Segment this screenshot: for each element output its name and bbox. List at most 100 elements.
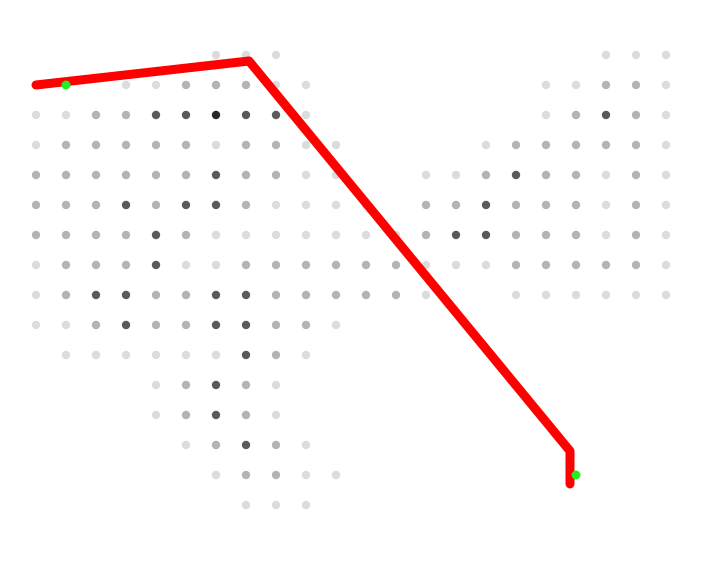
grid-dot[interactable]: [301, 320, 311, 330]
grid-dot[interactable]: [511, 290, 521, 300]
grid-dot[interactable]: [571, 170, 581, 180]
grid-dot[interactable]: [181, 290, 191, 300]
grid-dot[interactable]: [121, 230, 131, 240]
grid-dot[interactable]: [601, 290, 611, 300]
grid-dot[interactable]: [211, 320, 221, 330]
grid-dot[interactable]: [541, 200, 551, 210]
grid-dot[interactable]: [631, 230, 641, 240]
grid-dot[interactable]: [331, 200, 341, 210]
grid-dot[interactable]: [241, 260, 251, 270]
grid-dot[interactable]: [301, 230, 311, 240]
grid-dot[interactable]: [661, 260, 671, 270]
grid-dot[interactable]: [481, 200, 491, 210]
grid-dot[interactable]: [571, 290, 581, 300]
grid-dot[interactable]: [61, 140, 71, 150]
grid-dot[interactable]: [91, 230, 101, 240]
grid-dot[interactable]: [211, 50, 221, 60]
grid-dot[interactable]: [211, 470, 221, 480]
grid-dot[interactable]: [661, 170, 671, 180]
grid-dot[interactable]: [631, 200, 641, 210]
grid-dot[interactable]: [151, 230, 161, 240]
grid-dot[interactable]: [151, 320, 161, 330]
grid-dot[interactable]: [31, 320, 41, 330]
grid-dot[interactable]: [181, 440, 191, 450]
grid-dot[interactable]: [601, 170, 611, 180]
grid-dot[interactable]: [61, 200, 71, 210]
grid-dot[interactable]: [331, 230, 341, 240]
grid-dot[interactable]: [151, 260, 161, 270]
grid-dot[interactable]: [571, 110, 581, 120]
grid-dot[interactable]: [661, 230, 671, 240]
grid-dot[interactable]: [91, 200, 101, 210]
grid-dot[interactable]: [121, 320, 131, 330]
grid-dot[interactable]: [91, 110, 101, 120]
grid-dot[interactable]: [571, 260, 581, 270]
grid-dot[interactable]: [601, 110, 611, 120]
grid-dot[interactable]: [61, 320, 71, 330]
grid-dot[interactable]: [31, 290, 41, 300]
grid-dot[interactable]: [541, 110, 551, 120]
grid-dot[interactable]: [451, 260, 461, 270]
grid-dot[interactable]: [301, 260, 311, 270]
grid-dot[interactable]: [541, 170, 551, 180]
grid-dot[interactable]: [301, 440, 311, 450]
grid-dot[interactable]: [601, 50, 611, 60]
grid-dot[interactable]: [181, 410, 191, 420]
grid-dot[interactable]: [541, 80, 551, 90]
grid-dot[interactable]: [241, 320, 251, 330]
grid-dot[interactable]: [121, 110, 131, 120]
grid-dot[interactable]: [121, 200, 131, 210]
grid-dot[interactable]: [301, 290, 311, 300]
grid-dot[interactable]: [271, 470, 281, 480]
grid-dot[interactable]: [241, 440, 251, 450]
grid-dot[interactable]: [31, 140, 41, 150]
grid-dot[interactable]: [301, 470, 311, 480]
grid-dot[interactable]: [241, 200, 251, 210]
grid-dot[interactable]: [541, 260, 551, 270]
grid-dot[interactable]: [151, 80, 161, 90]
grid-dot[interactable]: [61, 260, 71, 270]
grid-dot[interactable]: [271, 230, 281, 240]
grid-dot[interactable]: [211, 380, 221, 390]
grid-dot[interactable]: [91, 140, 101, 150]
grid-dot[interactable]: [241, 290, 251, 300]
grid-dot[interactable]: [91, 290, 101, 300]
grid-dot[interactable]: [271, 140, 281, 150]
grid-dot[interactable]: [211, 260, 221, 270]
grid-dot[interactable]: [361, 230, 371, 240]
grid-dot[interactable]: [301, 170, 311, 180]
grid-dot[interactable]: [61, 350, 71, 360]
grid-dot[interactable]: [391, 260, 401, 270]
grid-dot[interactable]: [571, 140, 581, 150]
grid-dot[interactable]: [121, 290, 131, 300]
grid-dot[interactable]: [301, 140, 311, 150]
grid-dot[interactable]: [541, 290, 551, 300]
grid-dot[interactable]: [271, 260, 281, 270]
grid-dot[interactable]: [31, 200, 41, 210]
grid-dot[interactable]: [31, 110, 41, 120]
grid-dot[interactable]: [331, 320, 341, 330]
grid-dot[interactable]: [601, 260, 611, 270]
grid-dot[interactable]: [541, 230, 551, 240]
grid-dot[interactable]: [151, 200, 161, 210]
grid-dot[interactable]: [61, 290, 71, 300]
grid-dot[interactable]: [601, 200, 611, 210]
grid-dot[interactable]: [271, 410, 281, 420]
grid-dot[interactable]: [241, 380, 251, 390]
grid-dot[interactable]: [91, 320, 101, 330]
grid-dot[interactable]: [31, 260, 41, 270]
grid-dot[interactable]: [241, 110, 251, 120]
grid-dot[interactable]: [61, 230, 71, 240]
grid-dot[interactable]: [181, 110, 191, 120]
grid-dot[interactable]: [571, 230, 581, 240]
grid-dot[interactable]: [391, 290, 401, 300]
grid-dot[interactable]: [211, 350, 221, 360]
grid-dot[interactable]: [661, 290, 671, 300]
grid-dot[interactable]: [421, 170, 431, 180]
grid-dot[interactable]: [331, 290, 341, 300]
grid-dot[interactable]: [511, 230, 521, 240]
grid-dot[interactable]: [331, 260, 341, 270]
grid-dot[interactable]: [631, 80, 641, 90]
grid-dot[interactable]: [181, 200, 191, 210]
